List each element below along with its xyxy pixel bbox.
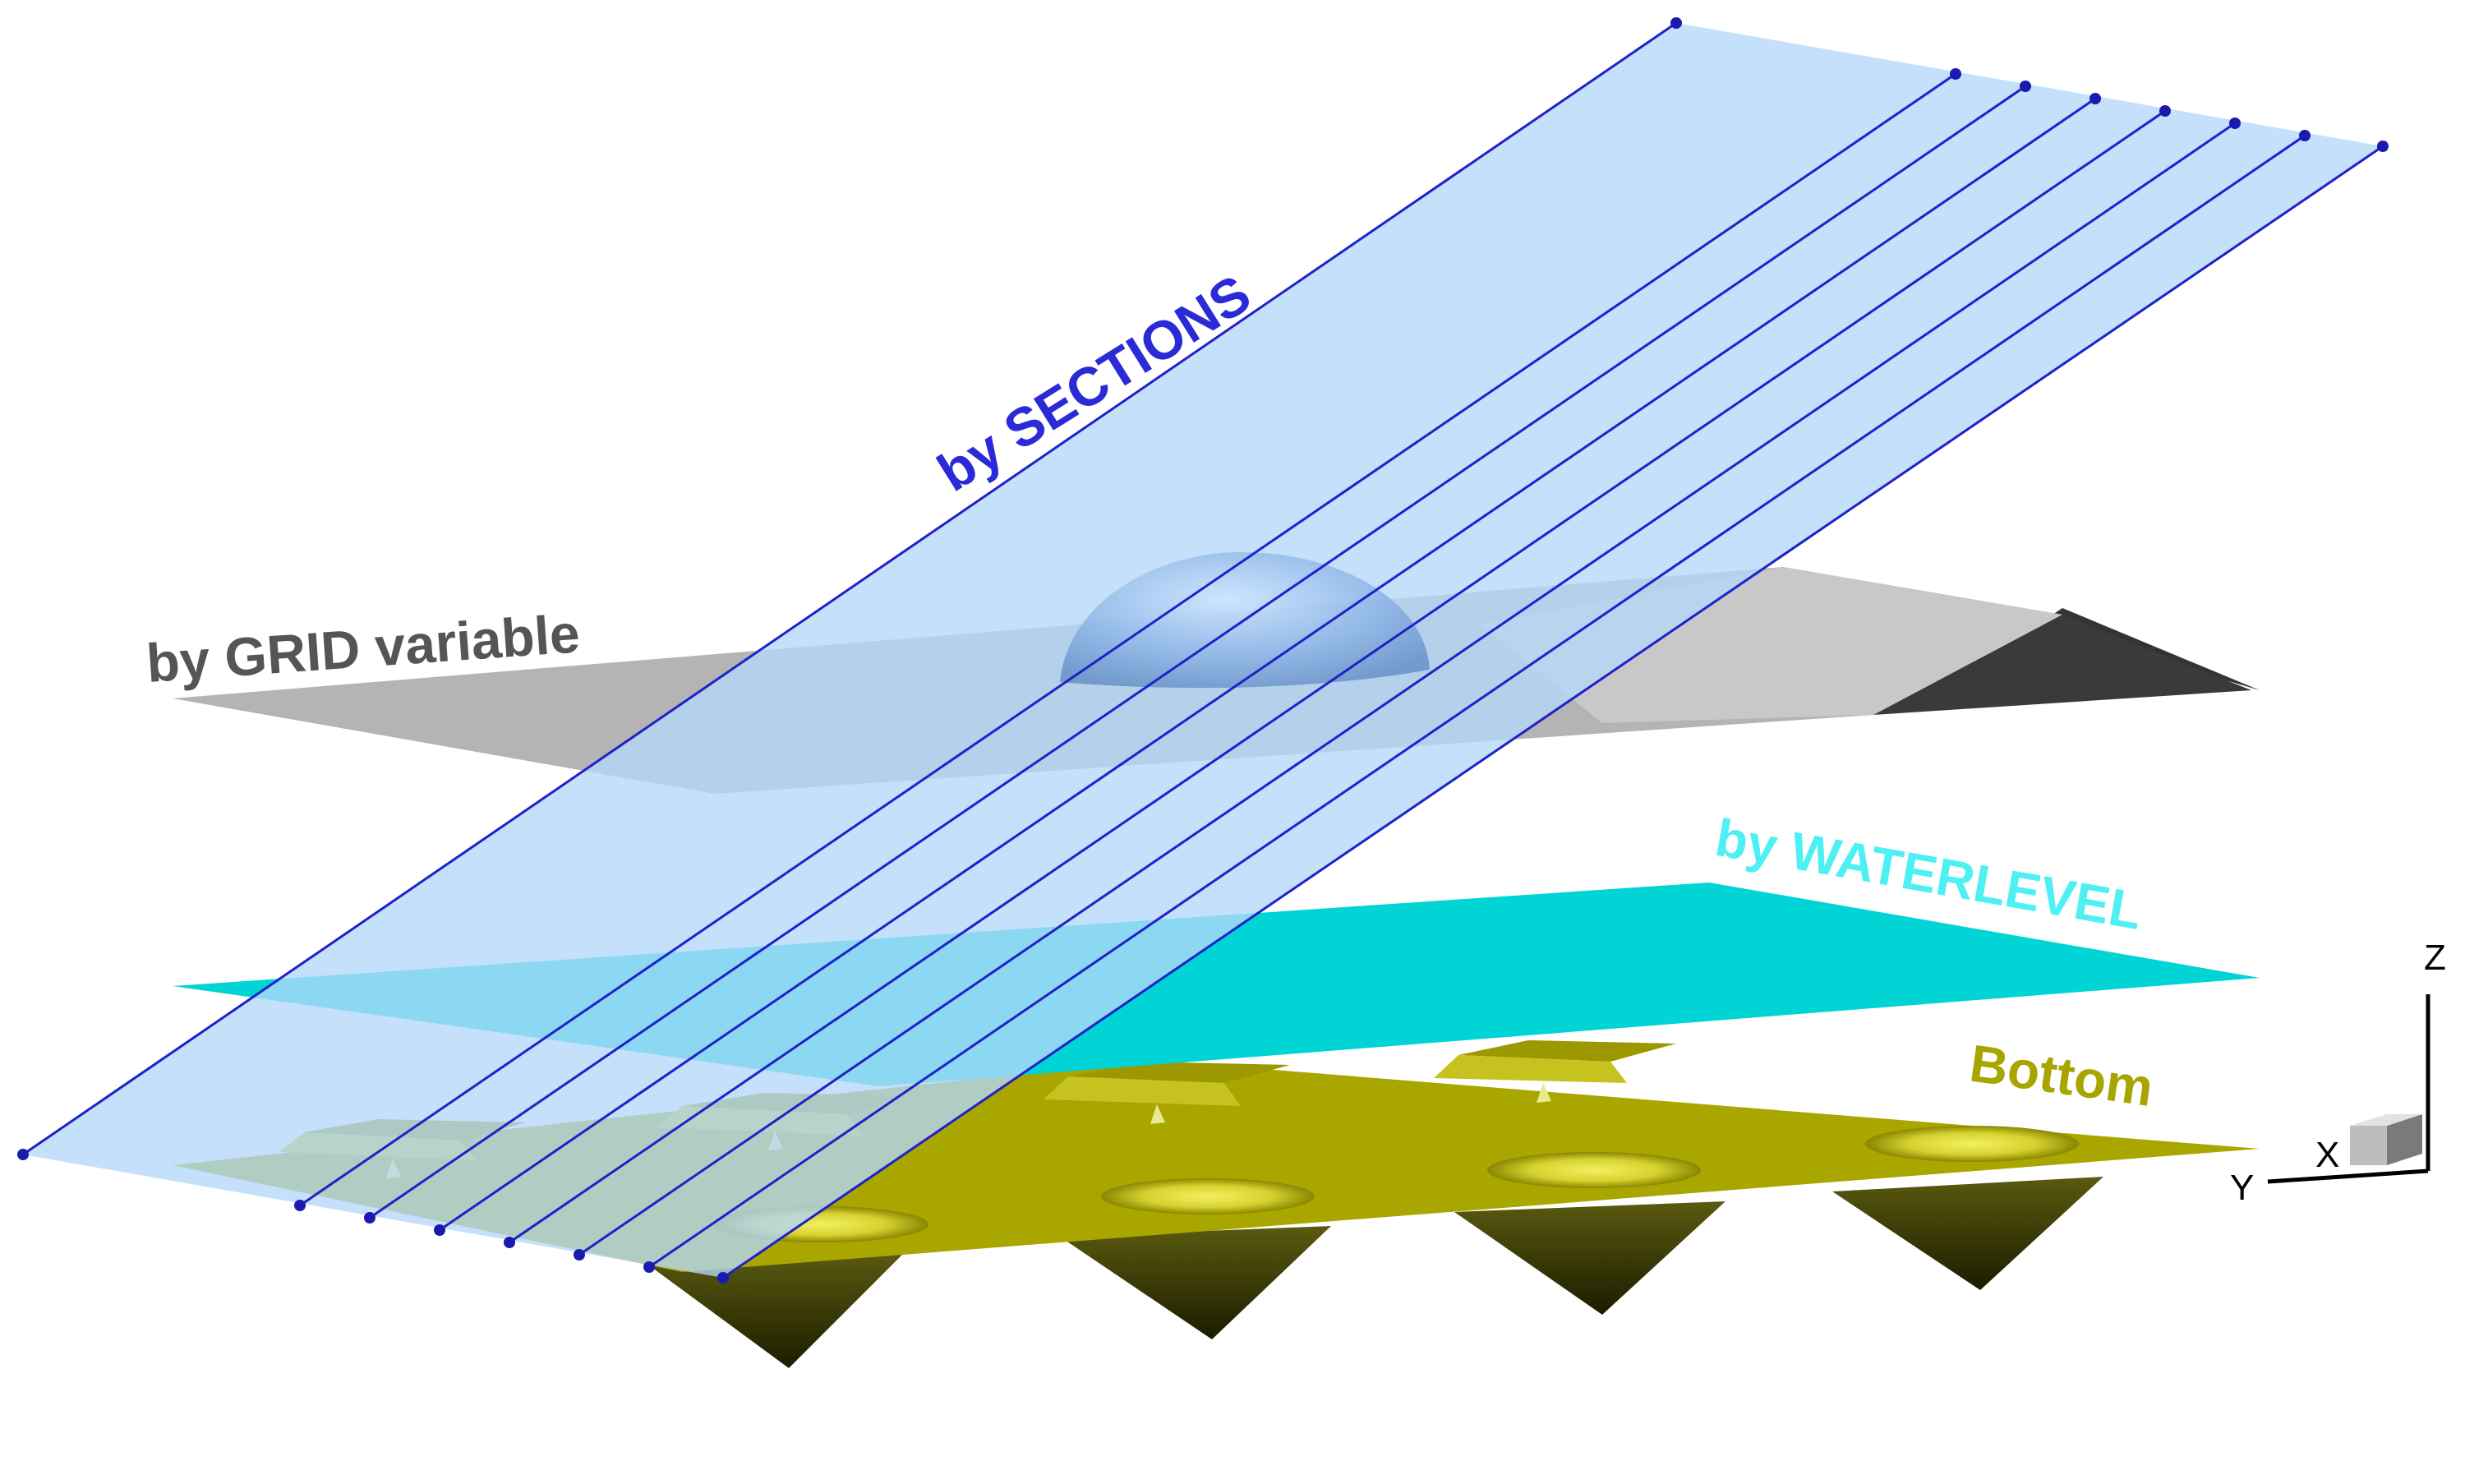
section-line [22,21,1677,1156]
section-endpoint [504,1237,515,1248]
pit-2 [1060,1226,1331,1339]
pit-3 [1454,1201,1726,1315]
section-lines [22,21,2384,1279]
section-line [509,109,2166,1244]
grid-plane-fold-shadow [1873,615,2251,715]
crater-3 [1487,1152,1701,1188]
section-line [722,145,2384,1279]
x-axis-cube-front [2350,1126,2387,1165]
section-endpoint [2020,81,2031,92]
section-line [439,97,2096,1232]
block-4-top [1458,1040,1676,1062]
section-endpoint [2159,105,2171,117]
x-axis-cube-top [2350,1114,2422,1126]
block-marker-4 [1537,1083,1551,1103]
section-endpoint [2089,93,2101,104]
section-line [299,72,1956,1207]
section-endpoint [17,1149,29,1160]
pit-4 [1832,1177,2103,1290]
axis-z-label: Z [2424,938,2446,978]
crater-2 [1101,1178,1315,1214]
section-endpoint [1950,68,1961,80]
y-axis-line [2267,1168,2429,1184]
axis-triad: Z Y X [2230,938,2446,1208]
section-endpoint [294,1200,306,1211]
section-line [369,85,2026,1219]
section-endpoint [717,1272,729,1284]
axis-x-label: X [2315,1135,2339,1175]
bottom-pits [649,1177,2103,1368]
crater-4 [1865,1126,2079,1162]
section-endpoint [1670,17,1682,29]
block-marker-3 [1150,1104,1165,1124]
section-endpoints [17,17,2389,1284]
x-axis-cube-side [2387,1114,2422,1165]
section-line [648,134,2306,1269]
pit-1 [649,1253,904,1368]
axis-y-label: Y [2230,1168,2254,1208]
label-bottom: Bottom [1966,1034,2157,1118]
section-endpoint [643,1261,655,1273]
section-endpoint [2229,118,2241,129]
section-endpoint [364,1212,376,1224]
section-endpoint [434,1224,445,1236]
block-4-front [1434,1055,1627,1083]
section-line [578,122,2236,1256]
section-endpoint [2299,130,2311,141]
section-endpoint [2377,141,2389,152]
block-3-front [1044,1076,1241,1106]
section-endpoint [574,1249,585,1260]
sections-layer [17,17,2389,1284]
